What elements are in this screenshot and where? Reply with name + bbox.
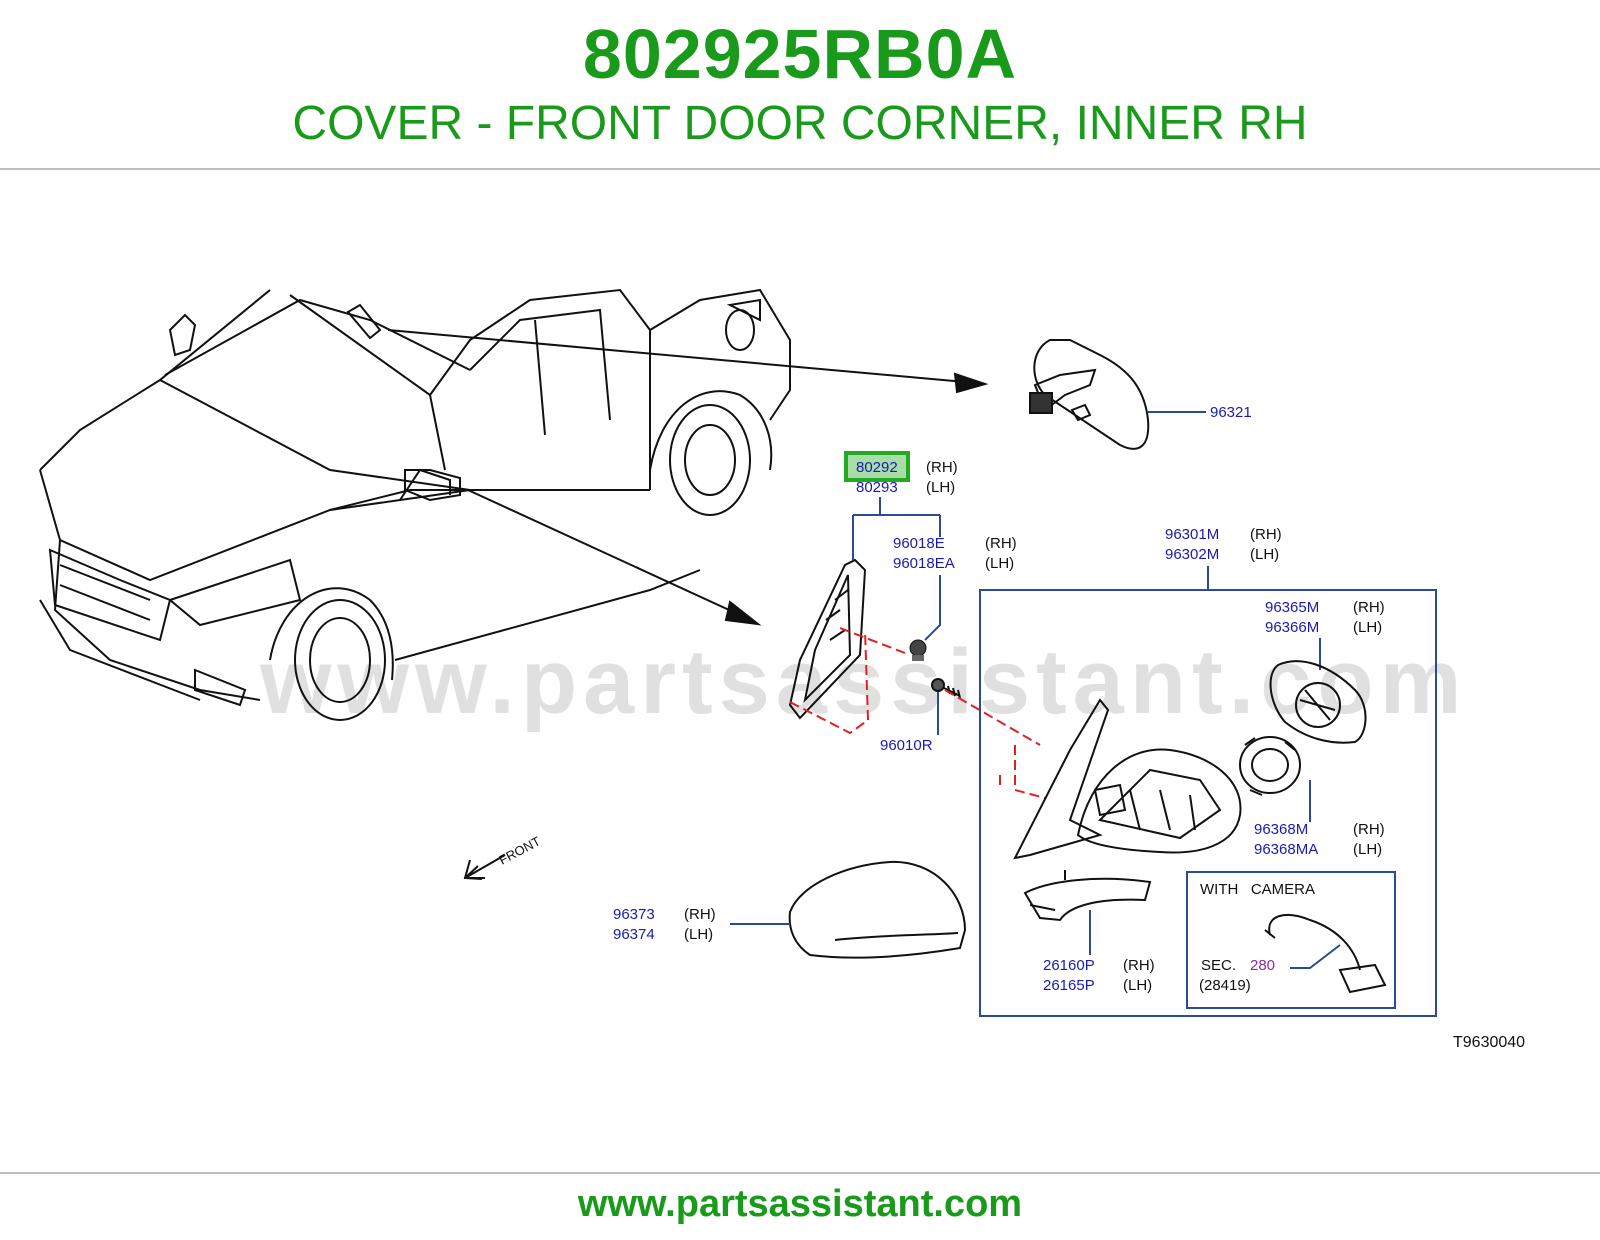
car-illustration — [39, 288, 791, 721]
mirror-assembly-box — [979, 589, 1437, 1017]
mirror-actuator — [1239, 736, 1301, 796]
front-label: FRONT — [496, 833, 543, 867]
callout-96374: 96374 — [613, 926, 655, 943]
camera-sec-label: SEC. — [1201, 957, 1236, 974]
callout-80292: 80292 — [856, 459, 898, 476]
callout-96018EA: 96018EA — [893, 555, 955, 572]
callout-96302M: 96302M — [1165, 546, 1219, 563]
callout-26165P: 26165P — [1043, 977, 1095, 994]
front-direction-arrow: FRONT — [463, 833, 543, 880]
camera-box — [1186, 871, 1396, 1009]
mirror-glass — [1269, 660, 1367, 744]
callout-26165P-side: (LH) — [1123, 977, 1152, 994]
rear-view-mirror — [1029, 339, 1150, 450]
callout-96366M-side: (LH) — [1353, 619, 1382, 636]
highlight-80292 — [844, 451, 910, 482]
leaders-80292 — [852, 497, 941, 560]
turn-signal-lamp — [1023, 870, 1152, 922]
screw-part — [931, 678, 961, 699]
mirror-cover — [788, 860, 967, 959]
camera-harness — [1264, 914, 1387, 994]
callout-96301M: 96301M — [1165, 526, 1219, 543]
callout-96018EA-side: (LH) — [985, 555, 1014, 572]
callout-96018E-side: (RH) — [985, 535, 1017, 552]
callout-96368MA-side: (LH) — [1353, 841, 1382, 858]
assembly-dash-lines — [789, 627, 1046, 799]
header-divider — [0, 168, 1600, 170]
footer-divider — [0, 1172, 1600, 1174]
door-corner-cover — [788, 558, 867, 720]
diagram-code: T9630040 — [1453, 1034, 1525, 1051]
callout-80293-side: (LH) — [926, 479, 955, 496]
part-description: COVER - FRONT DOOR CORNER, INNER RH — [292, 97, 1308, 150]
callout-96366M: 96366M — [1265, 619, 1319, 636]
mirror-body — [1013, 698, 1242, 860]
callout-96368M-side: (RH) — [1353, 821, 1385, 838]
callout-96302M-side: (LH) — [1250, 546, 1279, 563]
clip-part — [909, 639, 927, 661]
callout-96368MA: 96368MA — [1254, 841, 1318, 858]
callout-96365M: 96365M — [1265, 599, 1319, 616]
callout-26160P-side: (RH) — [1123, 957, 1155, 974]
camera-box-title: WITH CAMERA — [1200, 881, 1315, 898]
camera-sec-ref: (28419) — [1199, 977, 1251, 994]
callout-80293: 80293 — [856, 479, 898, 496]
callout-96321: 96321 — [1210, 404, 1252, 421]
pointer-arrows — [387, 329, 989, 626]
callout-80292-side: (RH) — [926, 459, 958, 476]
callout-96374-side: (LH) — [684, 926, 713, 943]
part-number-title: 802925RB0A — [582, 15, 1018, 93]
camera-sec-number: 280 — [1250, 957, 1275, 974]
callout-96368M: 96368M — [1254, 821, 1308, 838]
header: 802925RB0A COVER - FRONT DOOR CORNER, IN… — [0, 0, 1600, 168]
callout-96373: 96373 — [613, 906, 655, 923]
callout-96018E: 96018E — [893, 535, 945, 552]
callout-96010R: 96010R — [880, 737, 933, 754]
leader-96018E — [924, 575, 941, 641]
leader-camera — [1290, 944, 1341, 969]
callout-96373-side: (RH) — [684, 906, 716, 923]
callout-96301M-side: (RH) — [1250, 526, 1282, 543]
footer-url-link[interactable]: www.partsassistant.com — [577, 1183, 1023, 1225]
parts-diagram: FRONT 96321 80292 (RH) 80293 (LH) 96018E… — [39, 288, 1525, 1051]
callout-26160P: 26160P — [1043, 957, 1095, 974]
callout-96365M-side: (RH) — [1353, 599, 1385, 616]
